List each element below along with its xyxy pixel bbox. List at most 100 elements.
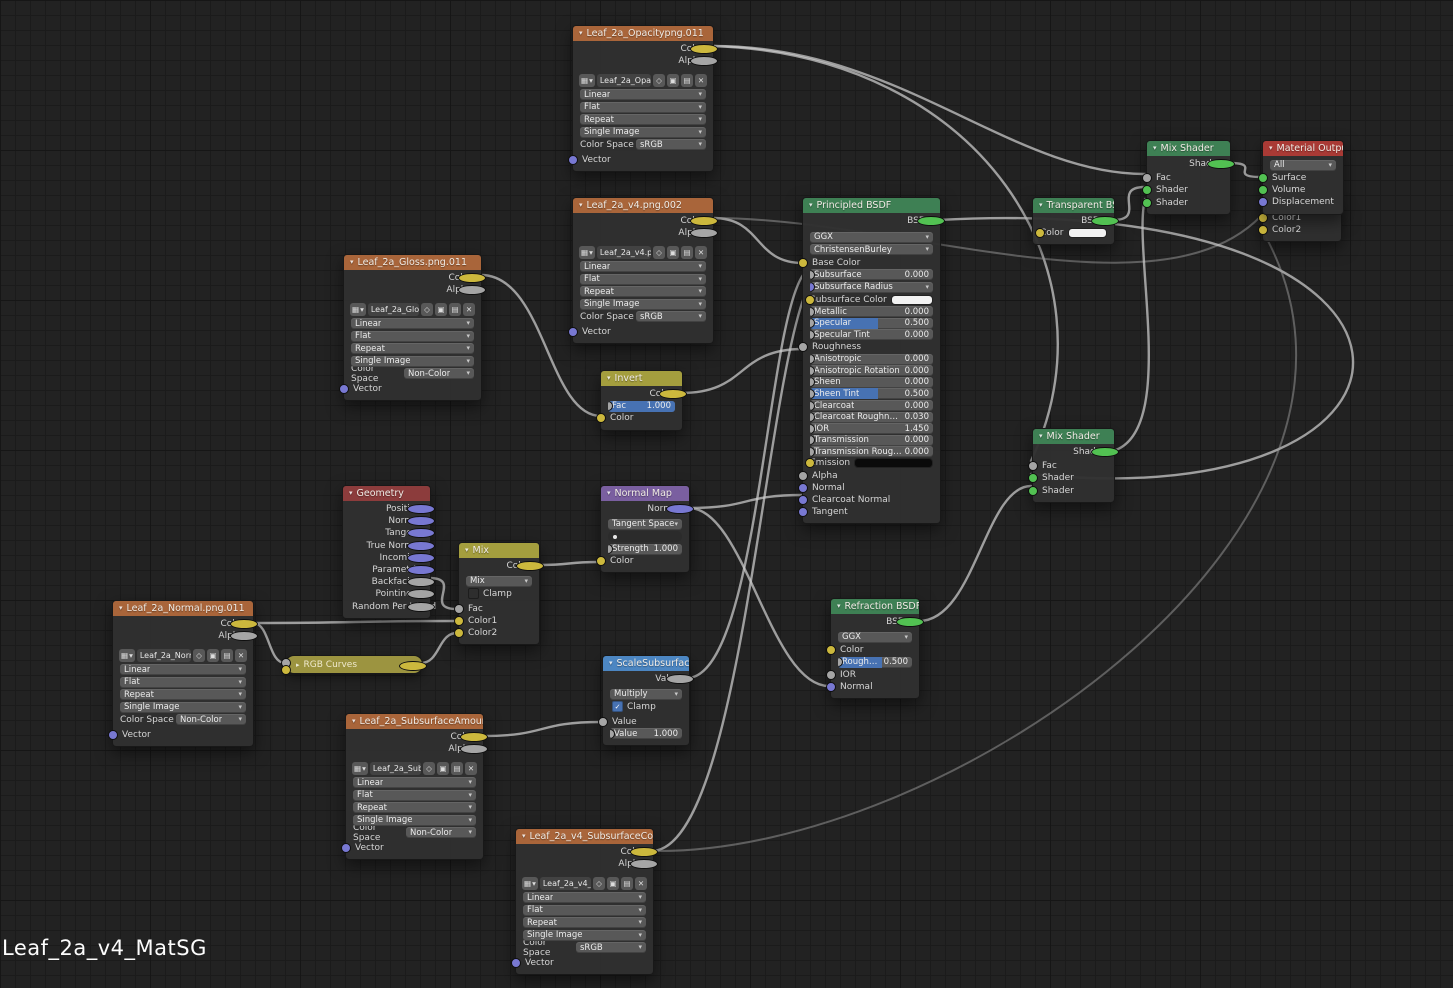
socket-color[interactable]	[516, 561, 544, 572]
dropdown-single-image[interactable]: Single Image▾	[580, 126, 706, 138]
uv-map-field[interactable]	[608, 531, 682, 543]
image-browse-button[interactable]: ▦▾	[119, 649, 135, 663]
node-header[interactable]: ▾Geometry	[343, 486, 430, 501]
socket-parametric[interactable]	[407, 565, 435, 576]
socket-color1[interactable]	[1258, 213, 1268, 224]
socket-alpha[interactable]	[690, 228, 718, 239]
socket-pointiness[interactable]	[407, 589, 435, 600]
dropdown-linear[interactable]: Linear▾	[351, 318, 474, 330]
node-refraction[interactable]: ▾Refraction BSDFBSDFGGX▾ColorRoughness0.…	[826, 598, 924, 699]
collapse-arrow-icon[interactable]: ▾	[609, 659, 613, 667]
collapse-arrow-icon[interactable]: ▾	[607, 374, 611, 382]
collapse-arrow-icon[interactable]: ▾	[579, 29, 583, 37]
open-image-button[interactable]: ▤	[681, 74, 693, 88]
dropdown-single-image[interactable]: Single Image▾	[351, 355, 474, 367]
socket-color[interactable]	[458, 273, 486, 284]
dropdown-repeat[interactable]: Repeat▾	[120, 689, 246, 701]
collapse-arrow-icon[interactable]: ▾	[349, 489, 353, 497]
socket-color1[interactable]	[454, 615, 464, 626]
socket-color[interactable]	[659, 389, 687, 400]
fake-user-button[interactable]: ◇	[193, 649, 205, 663]
dropdown-srgb[interactable]: sRGB▾	[576, 942, 646, 954]
socket-bsdf[interactable]	[1091, 216, 1119, 227]
socket-shader[interactable]	[1142, 197, 1152, 208]
image-browse-button[interactable]: ▦▾	[579, 74, 595, 88]
unlink-button[interactable]: ✕	[695, 74, 707, 88]
node-scale-subsurface[interactable]: ▾ScaleSubsurfaceValueMultiply▾✓ClampValu…	[598, 655, 694, 747]
duplicate-button[interactable]: ▣	[207, 649, 219, 663]
socket-position[interactable]	[407, 504, 435, 515]
socket-base-color[interactable]	[798, 257, 808, 268]
socket-color[interactable]	[630, 847, 658, 858]
socket-vector[interactable]	[511, 957, 521, 968]
dropdown-linear[interactable]: Linear▾	[523, 892, 646, 904]
socket-alpha[interactable]	[798, 470, 808, 481]
unlink-button[interactable]: ✕	[635, 877, 647, 891]
socket-alpha[interactable]	[630, 859, 658, 870]
socket-color[interactable]	[690, 216, 718, 227]
duplicate-button[interactable]: ▣	[607, 877, 619, 891]
node-rgb-curves[interactable]: ▸RGB Curves	[281, 655, 427, 675]
socket-fac[interactable]	[1142, 173, 1152, 184]
image-name-field[interactable]: Leaf_2a_Norma...	[136, 649, 191, 663]
socket-roughness[interactable]	[798, 341, 808, 352]
dropdown-flat[interactable]: Flat▾	[580, 101, 706, 113]
node-tex-subsurface-color[interactable]: ▾Leaf_2a_v4_SubsurfaceColorpng.002ColorA…	[511, 828, 658, 976]
socket-bsdf[interactable]	[896, 617, 924, 628]
node-tex-gloss[interactable]: ▾Leaf_2a_Gloss.png.011ColorAlpha▦▾Leaf_2…	[339, 254, 486, 402]
socket-displacement[interactable]	[1258, 197, 1268, 208]
socket-color[interactable]	[281, 665, 291, 675]
collapse-arrow-icon[interactable]: ▾	[465, 546, 469, 554]
collapse-arrow-icon[interactable]: ▾	[1269, 144, 1273, 152]
socket-alpha[interactable]	[458, 285, 486, 296]
dropdown-srgb[interactable]: sRGB▾	[636, 311, 706, 323]
socket-color[interactable]	[690, 44, 718, 55]
node-header[interactable]: ▾Normal Map	[601, 486, 689, 501]
dropdown-ggx[interactable]: GGX▾	[810, 231, 933, 243]
dropdown-repeat[interactable]: Repeat▾	[353, 802, 476, 814]
dropdown-flat[interactable]: Flat▾	[523, 904, 646, 916]
collapse-arrow-icon[interactable]: ▾	[1153, 144, 1157, 152]
socket-color[interactable]	[596, 556, 606, 567]
dropdown-linear[interactable]: Linear▾	[580, 89, 706, 101]
node-header[interactable]: ▾Principled BSDF	[803, 198, 940, 213]
dropdown-linear[interactable]: Linear▾	[120, 664, 246, 676]
socket-normal[interactable]	[798, 482, 808, 493]
node-header[interactable]: ▾Transparent BSDF	[1033, 198, 1114, 213]
socket-normal[interactable]	[666, 504, 694, 515]
socket-shader[interactable]	[1091, 447, 1119, 458]
dropdown-repeat[interactable]: Repeat▾	[351, 343, 474, 355]
unlink-button[interactable]: ✕	[465, 762, 477, 776]
unlink-button[interactable]: ✕	[235, 649, 247, 663]
socket-color2[interactable]	[454, 628, 464, 639]
node-tex-v4[interactable]: ▾Leaf_2a_v4.png.002ColorAlpha▦▾Leaf_2a_v…	[568, 197, 718, 345]
image-name-field[interactable]: Leaf_2a_Opacit..	[596, 74, 651, 88]
socket-shader[interactable]	[1207, 159, 1235, 170]
collapse-arrow-icon[interactable]: ▾	[837, 602, 841, 610]
collapse-arrow-icon[interactable]: ▾	[607, 489, 611, 497]
socket-value[interactable]	[598, 716, 608, 727]
dropdown-multiply[interactable]: Multiply▾	[610, 688, 682, 700]
dropdown-linear[interactable]: Linear▾	[580, 261, 706, 273]
open-image-button[interactable]: ▤	[449, 303, 461, 317]
dropdown-non-color[interactable]: Non-Color▾	[406, 827, 476, 839]
collapse-arrow-icon[interactable]: ▸	[296, 660, 300, 669]
socket-vector[interactable]	[568, 326, 578, 337]
node-material-output[interactable]: ▾Material OutputAll▾SurfaceVolumeDisplac…	[1258, 140, 1344, 215]
checkbox-clamp[interactable]: ✓	[612, 701, 623, 713]
dropdown-non-color[interactable]: Non-Color▾	[176, 714, 246, 726]
node-header[interactable]: ▾ScaleSubsurface	[603, 656, 689, 671]
